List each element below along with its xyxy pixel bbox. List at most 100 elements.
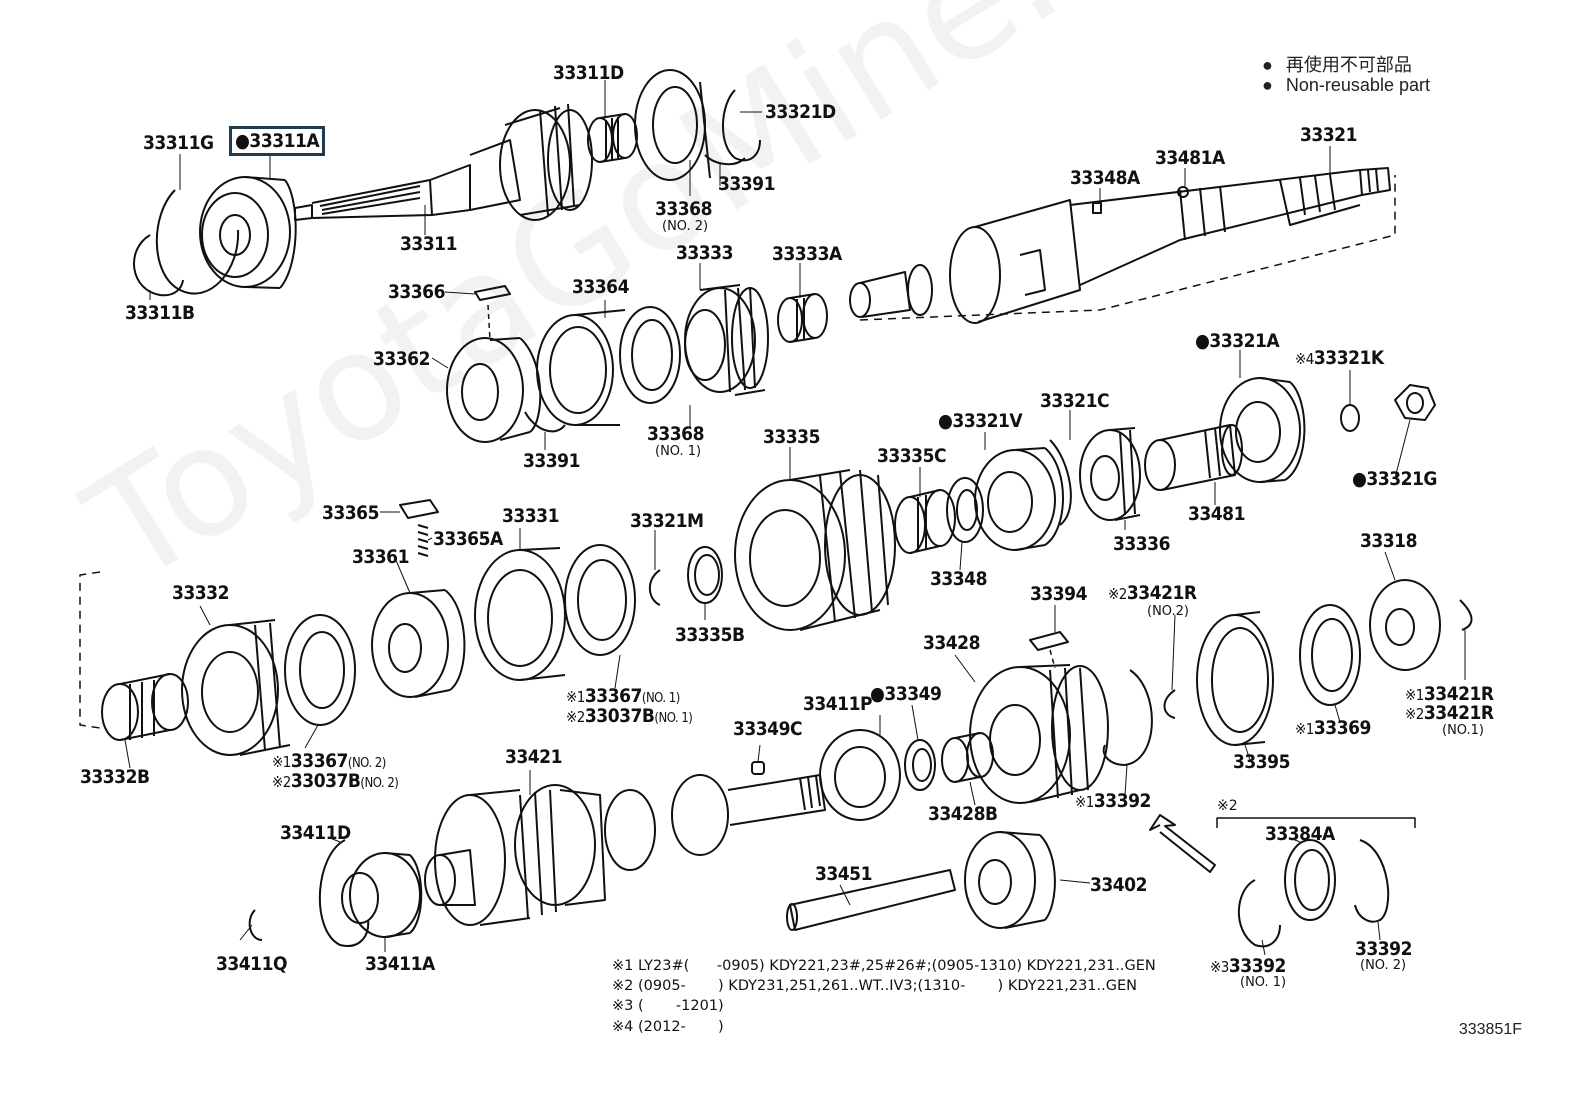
hub-sleeve-33364: [536, 309, 626, 426]
needle-bearing-33335C: [894, 489, 956, 554]
part-label-33311A[interactable]: ●33311A: [228, 126, 326, 156]
part-label-33365A[interactable]: 33365A: [433, 528, 503, 550]
needle-bearing-33333A: [777, 293, 828, 343]
part-label-33336[interactable]: 33336: [1113, 533, 1170, 555]
part-label-33421R-2[interactable]: ※233421R: [1405, 702, 1494, 724]
part-label-33362[interactable]: 33362: [373, 348, 430, 370]
part-label-33321A[interactable]: ●33321A: [1195, 330, 1280, 352]
part-label-33392[interactable]: ※133392: [1075, 790, 1151, 812]
key-33348A: [1092, 202, 1102, 214]
legend-english: ● Non-reusable part: [1262, 75, 1430, 95]
shifting-key-33394: [1029, 631, 1069, 651]
part-label-33331[interactable]: 33331: [502, 505, 559, 527]
part-label-33037B-no1[interactable]: ※233037B(NO. 1): [566, 705, 693, 727]
part-label-33368-no2[interactable]: 33368: [655, 198, 712, 220]
snap-ring-33392-no1: [1237, 879, 1281, 948]
synchronizer-ring-33368-no2: [634, 69, 711, 181]
part-label-33366[interactable]: 33366: [388, 281, 445, 303]
part-label-33451[interactable]: 33451: [815, 863, 872, 885]
part-label-33332B[interactable]: 33332B: [80, 766, 150, 788]
part-label-33391-upper[interactable]: 33391: [718, 173, 775, 195]
part-label-33321C[interactable]: 33321C: [1040, 390, 1110, 412]
part-label-33428[interactable]: 33428: [923, 632, 980, 654]
part-label-33361[interactable]: 33361: [352, 546, 409, 568]
legend-japanese: ● 再使用不可部品: [1262, 55, 1412, 75]
snap-ring-33321C: [1049, 439, 1072, 526]
bearing-33411A: [341, 852, 423, 938]
part-label-33321M[interactable]: 33321M: [630, 510, 704, 532]
part-label-33318[interactable]: 33318: [1360, 530, 1417, 552]
part-label-33367-no2[interactable]: ※133367(NO. 2): [272, 750, 386, 772]
part-label-33411D[interactable]: 33411D: [280, 822, 351, 844]
part-label-33364[interactable]: 33364: [572, 276, 629, 298]
synchronizer-ring-33367-no2: [284, 614, 356, 726]
part-label-33411Q[interactable]: 33411Q: [216, 953, 288, 975]
part-label-33333A[interactable]: 33333A: [772, 243, 842, 265]
part-label-33321D[interactable]: 33321D: [765, 101, 836, 123]
part-label-33321V[interactable]: ●33321V: [938, 410, 1023, 432]
snap-ring-33411D: [319, 839, 370, 947]
footnote-3: ※3 ( -1201): [612, 998, 724, 1014]
part-label-33392-no2[interactable]: 33392: [1355, 938, 1412, 960]
part-label-33321[interactable]: 33321: [1300, 124, 1357, 146]
non-reusable-dot-icon: ●: [1352, 468, 1367, 490]
part-label-33348A[interactable]: 33348A: [1070, 167, 1140, 189]
part-label-33348[interactable]: 33348: [930, 568, 987, 590]
part-label-33333[interactable]: 33333: [676, 242, 733, 264]
part-sub-33421R-no2: (NO.2): [1147, 604, 1189, 619]
footnote-2: ※2 (0905- ) KDY231,251,261..WT..IV3;(131…: [612, 978, 1137, 994]
dashed-guide-33321: [859, 175, 1396, 321]
part-label-33421[interactable]: 33421: [505, 746, 562, 768]
part-label-33311G[interactable]: 33311G: [143, 132, 214, 154]
part-label-33321G[interactable]: ●33321G: [1352, 468, 1437, 490]
part-label-33321K[interactable]: ※433321K: [1295, 347, 1384, 369]
part-label-33335[interactable]: 33335: [763, 426, 820, 448]
part-label-33311B[interactable]: 33311B: [125, 302, 195, 324]
reverse-idler-gear-33402: [964, 831, 1056, 929]
input-shaft-33311: [294, 103, 593, 221]
footnote-1: ※1 LY23#( -0905) KDY221,23#,25#26#;(0905…: [612, 958, 1156, 974]
part-label-33395[interactable]: 33395: [1233, 751, 1290, 773]
snap-ring-33321M: [648, 569, 661, 606]
part-label-33368-no1[interactable]: 33368: [647, 423, 704, 445]
snap-ring-33392: [1102, 669, 1153, 766]
bearing-33321V: [974, 447, 1064, 551]
snap-ring-33392-no2: [1354, 839, 1390, 923]
part-label-33037B-no2[interactable]: ※233037B(NO. 2): [272, 770, 399, 792]
part-label-33335B[interactable]: 33335B: [675, 624, 745, 646]
part-label-33392-no1[interactable]: ※333392: [1210, 955, 1286, 977]
output-shaft-33321: [849, 167, 1391, 324]
part-label-33481A[interactable]: 33481A: [1155, 147, 1225, 169]
part-label-33332[interactable]: 33332: [172, 582, 229, 604]
part-label-33402[interactable]: 33402: [1090, 874, 1147, 896]
part-sub-33392-no1: (NO. 1): [1240, 975, 1287, 990]
counter-shaft-33421: [424, 774, 826, 926]
spacer-33481: [1144, 424, 1243, 491]
part-label-33365[interactable]: 33365: [322, 502, 379, 524]
gear-33332: [181, 619, 291, 756]
part-label-33335C[interactable]: 33335C: [877, 445, 947, 467]
part-label-33394[interactable]: 33394: [1030, 583, 1087, 605]
part-label-33391-lower[interactable]: 33391: [523, 450, 580, 472]
part-label-33421R-no2[interactable]: ※233421R: [1108, 582, 1197, 604]
part-label-33311D[interactable]: 33311D: [553, 62, 624, 84]
cone-33318: [1369, 579, 1441, 671]
part-label-33384A[interactable]: 33384A: [1265, 823, 1335, 845]
part-label-33367-no1[interactable]: ※133367(NO. 1): [566, 685, 680, 707]
snap-ring-33421R-no1: [1459, 599, 1473, 631]
ball-33349C: [751, 761, 765, 775]
part-label-33311[interactable]: 33311: [400, 233, 457, 255]
part-label-33369[interactable]: ※133369: [1295, 717, 1371, 739]
part-label-33428B[interactable]: 33428B: [928, 803, 998, 825]
part-label-33421R-1[interactable]: ※133421R: [1405, 683, 1494, 705]
part-label-33349[interactable]: ●33349: [870, 683, 942, 705]
group-marker: ※2: [1217, 798, 1238, 814]
part-label-33349C[interactable]: 33349C: [733, 718, 803, 740]
part-sub-33392-no2: (NO. 2): [1360, 958, 1407, 973]
part-label-33411A[interactable]: 33411A: [365, 953, 435, 975]
leader-lines: [124, 80, 1466, 956]
part-label-33411P[interactable]: 33411P: [803, 693, 873, 715]
hub-sleeve-33331: [474, 547, 566, 681]
part-sub-33368-no2: (NO. 2): [662, 219, 709, 234]
part-label-33481[interactable]: 33481: [1188, 503, 1245, 525]
